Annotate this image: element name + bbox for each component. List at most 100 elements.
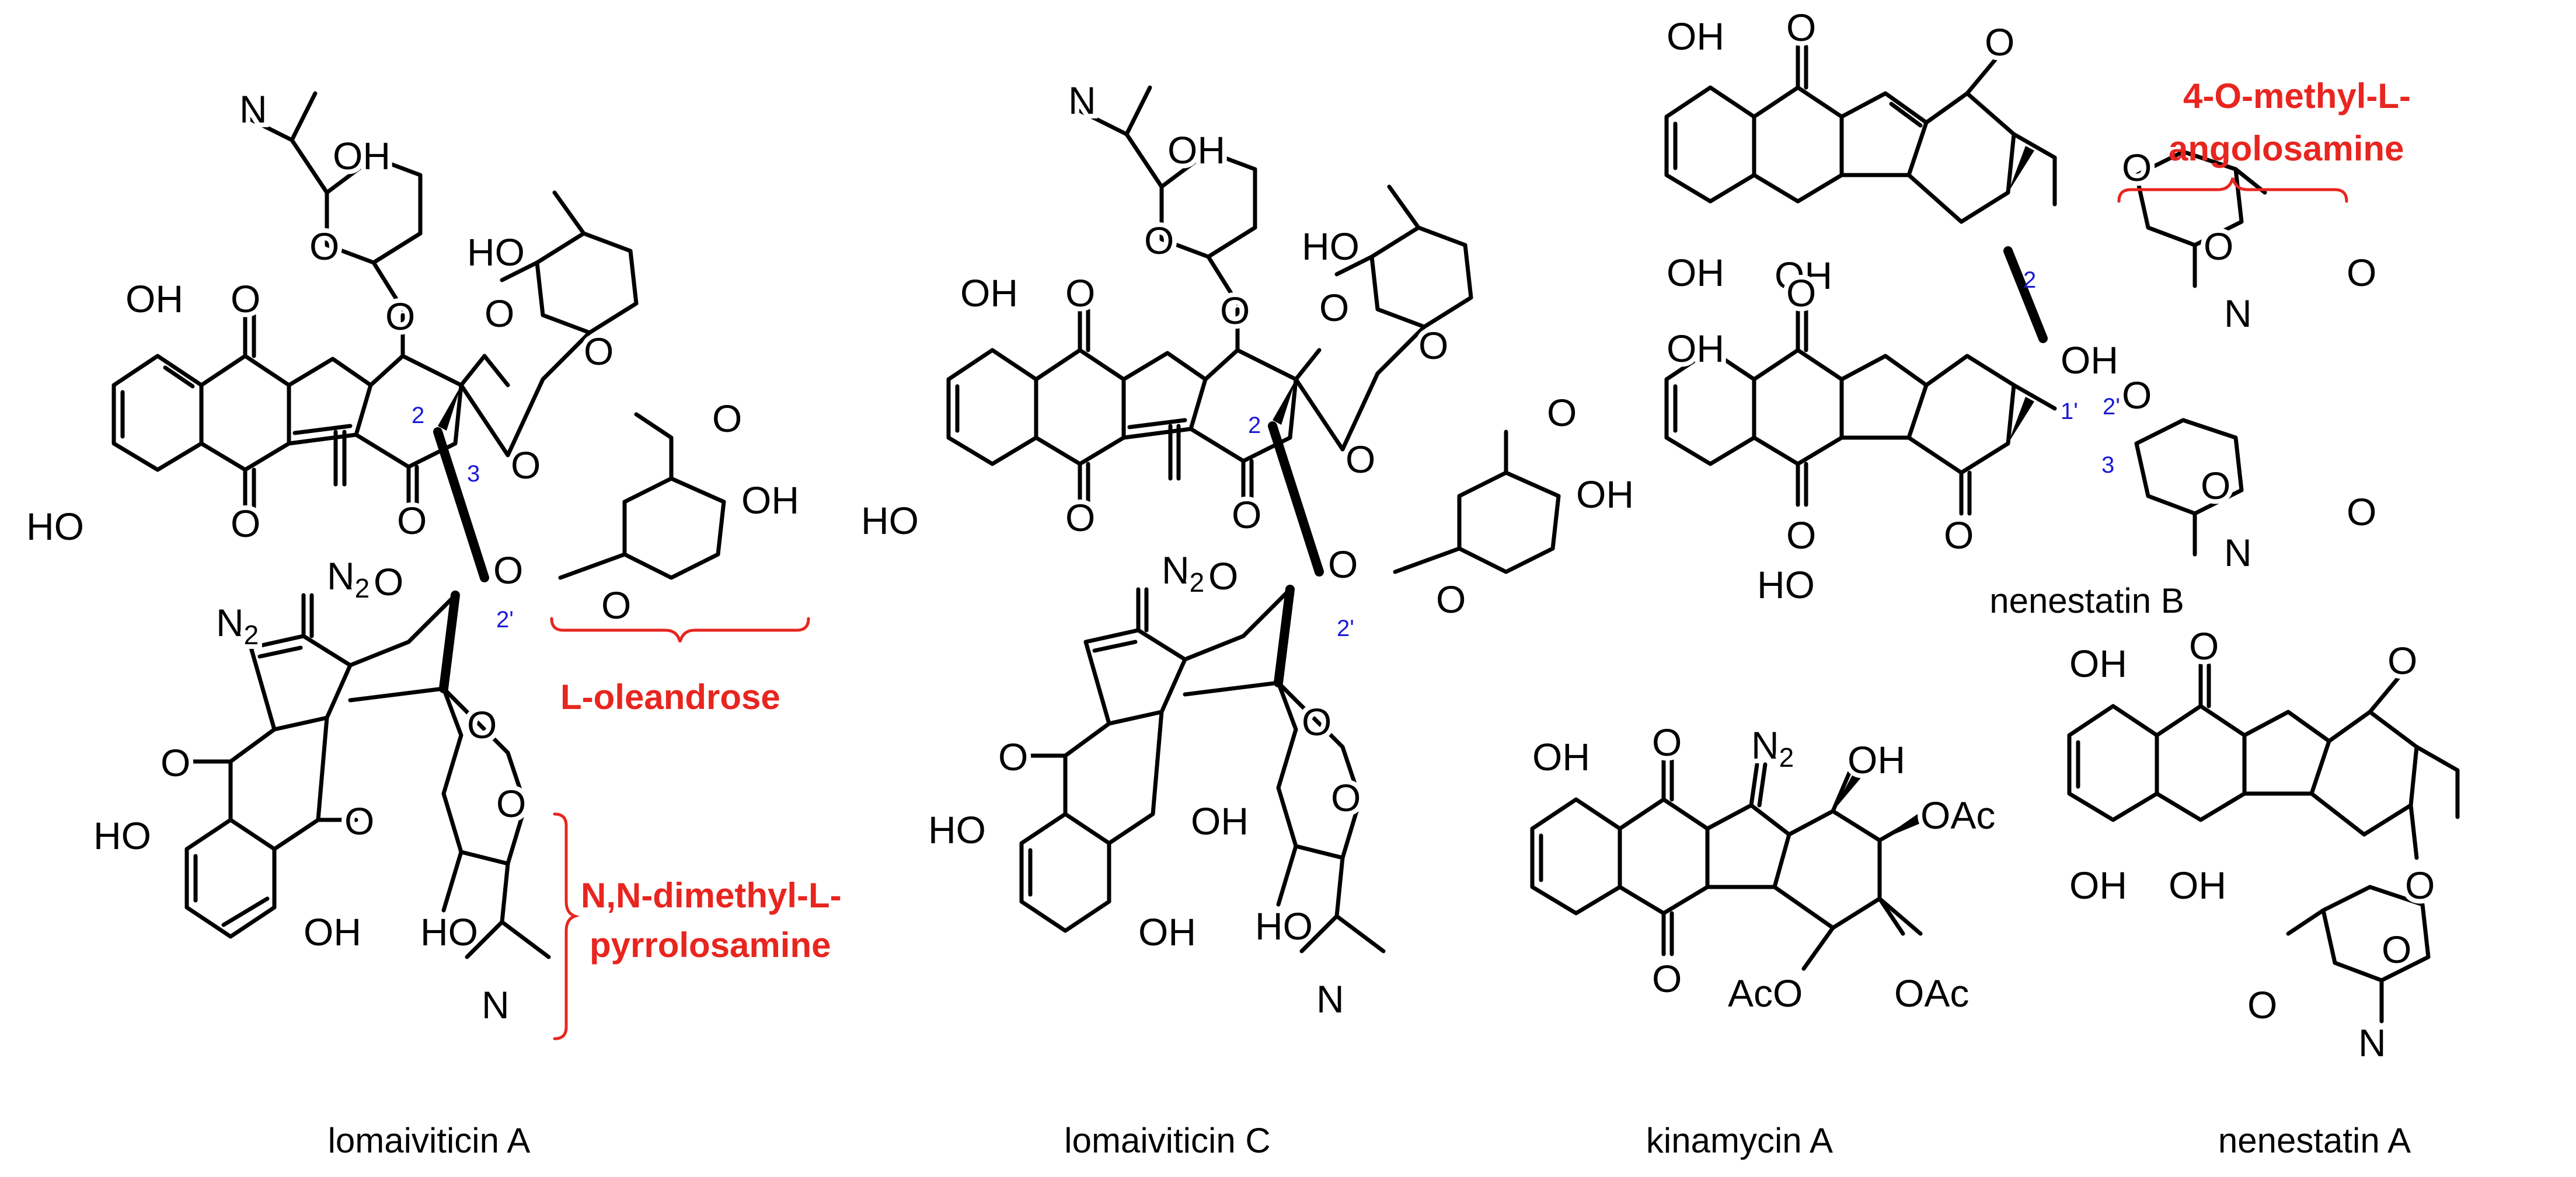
wedge-bond [1880,814,1922,840]
subscript-digit: 2 [244,620,259,650]
compound-name-nenestatin-b: nenestatin B [1989,581,2184,620]
atom-label: O [1220,289,1250,332]
compound-name-lomaiviticin-c: lomaiviticin C [1064,1121,1270,1160]
atom-label: O [1208,554,1238,598]
atom-label: O [2382,928,2411,971]
atom-label: O [1944,514,1974,557]
atom-label: O [1786,6,1816,49]
atom-labels: N OH O O OH O HO O N2 O HO O O O O OH O … [22,1,2439,1069]
position-number: 2' [2103,394,2120,420]
atom-label: OH [960,271,1018,315]
sugar-label-angolosamine-2: angolosamine [2169,129,2404,168]
atom-label: O [496,782,526,825]
atom-label: OH [333,134,391,177]
position-number: 2 [412,403,424,428]
atom-label: OH [1191,799,1249,843]
atom-label: O [1144,219,1174,262]
wedge-bond [2008,397,2034,443]
atom-label: O [2204,225,2233,268]
atom-label: OH [1576,473,1634,516]
wedge-bond [1833,773,1861,811]
subscript-digit: 2 [1779,742,1794,773]
atom-label: OH [304,910,361,954]
atom-label: O [467,703,497,746]
atom-label: O [1786,271,1816,315]
wedge-bond [2008,146,2034,193]
sugar-label-pyrrolosamine-1: N,N-dimethyl-L- [581,876,842,915]
atom-label: O [2405,864,2435,907]
atom-label: O [1345,438,1375,481]
atom-label: HO [1255,904,1313,948]
atom-label: N2 [327,554,370,603]
atom-label: OH [1848,738,1905,781]
atom-label: N [1316,977,1344,1021]
atom-label: N2 [1162,549,1204,598]
nenestatin-a-structure [2067,663,2460,1024]
atom-label: O [231,277,260,320]
atom-label: N2 [216,601,259,650]
atom-label: OH [1167,128,1225,172]
compound-name-kinamycin-a: kinamycin A [1646,1121,1833,1160]
atom-label: N [2358,1021,2386,1064]
atom-label: O [2122,373,2152,417]
atom-label: O [1547,391,1577,434]
atom-label: O [309,225,339,268]
atom-label: O [511,443,541,487]
atom-label: N [1068,79,1096,122]
wedge-bond [1273,379,1296,425]
compound-name-lomaiviticin-a: lomaiviticin A [328,1121,531,1160]
atom-label: OH [1532,735,1590,778]
atom-label: O [2347,251,2376,294]
atom-label: O [385,295,415,338]
atom-label: O [2247,983,2277,1026]
atom-label: N [239,88,267,131]
atom-label: OH [2169,864,2226,907]
position-number: 1' [2061,399,2078,424]
atom-label: O [2189,624,2219,668]
position-number: 3 [2101,452,2114,478]
atom-label: O [2347,490,2376,533]
lomaiviticin-a-structure [111,91,726,959]
atom-label: HO [861,499,919,542]
atom-label: O [1065,496,1095,539]
atom-label: O [712,397,742,440]
atom-label: O [2201,464,2230,507]
atom-label: OH [1667,251,1724,294]
atom-label: O [231,502,260,545]
atom-label: O [584,330,614,373]
atom-label: O [2387,639,2417,682]
atom-label: O [1232,493,1261,536]
atom-label: HO [93,814,151,857]
atom-label: AcO [1728,972,1803,1015]
subscript-digit: 2 [355,573,370,603]
atom-label: O [998,735,1028,778]
atom-label: HO [1757,563,1815,606]
compound-name-nenestatin-a: nenestatin A [2218,1121,2411,1160]
atom-label: O [397,499,427,542]
atom-label: OH [2069,864,2127,907]
atom-label: O [2122,146,2152,189]
wedge-bond [438,385,461,431]
atom-label: OH [1138,910,1196,954]
position-numbers: 2 3 2' 2 2' 2 1' 2' 3 [412,267,2120,641]
atom-label: OH [1667,327,1724,370]
sugar-label-pyrrolosamine-2: pyrrolosamine [590,925,831,965]
position-number: 2 [2023,267,2036,293]
atom-label: O [1985,20,2014,64]
atom-label: O [1302,700,1331,743]
atom-label: OAc [1894,972,1969,1015]
atom-label: HO [467,230,525,274]
atom-label: O [601,584,631,627]
atom-label: HO [928,808,986,851]
atom-label: O [1328,543,1358,586]
atom-label: OH [1775,254,1832,297]
atom-label: OH [2061,338,2118,382]
atom-label: O [484,292,514,335]
atom-label: O [493,549,523,592]
nenestatin-b-structure [1664,44,2267,557]
atom-label: HO [26,505,84,548]
sugar-labels: L-oleandrose N,N-dimethyl-L- pyrrolosami… [560,76,2411,965]
sugar-label-angolosamine-1: 4-O-methyl-L- [2183,76,2411,116]
atom-label: N [2224,292,2252,335]
